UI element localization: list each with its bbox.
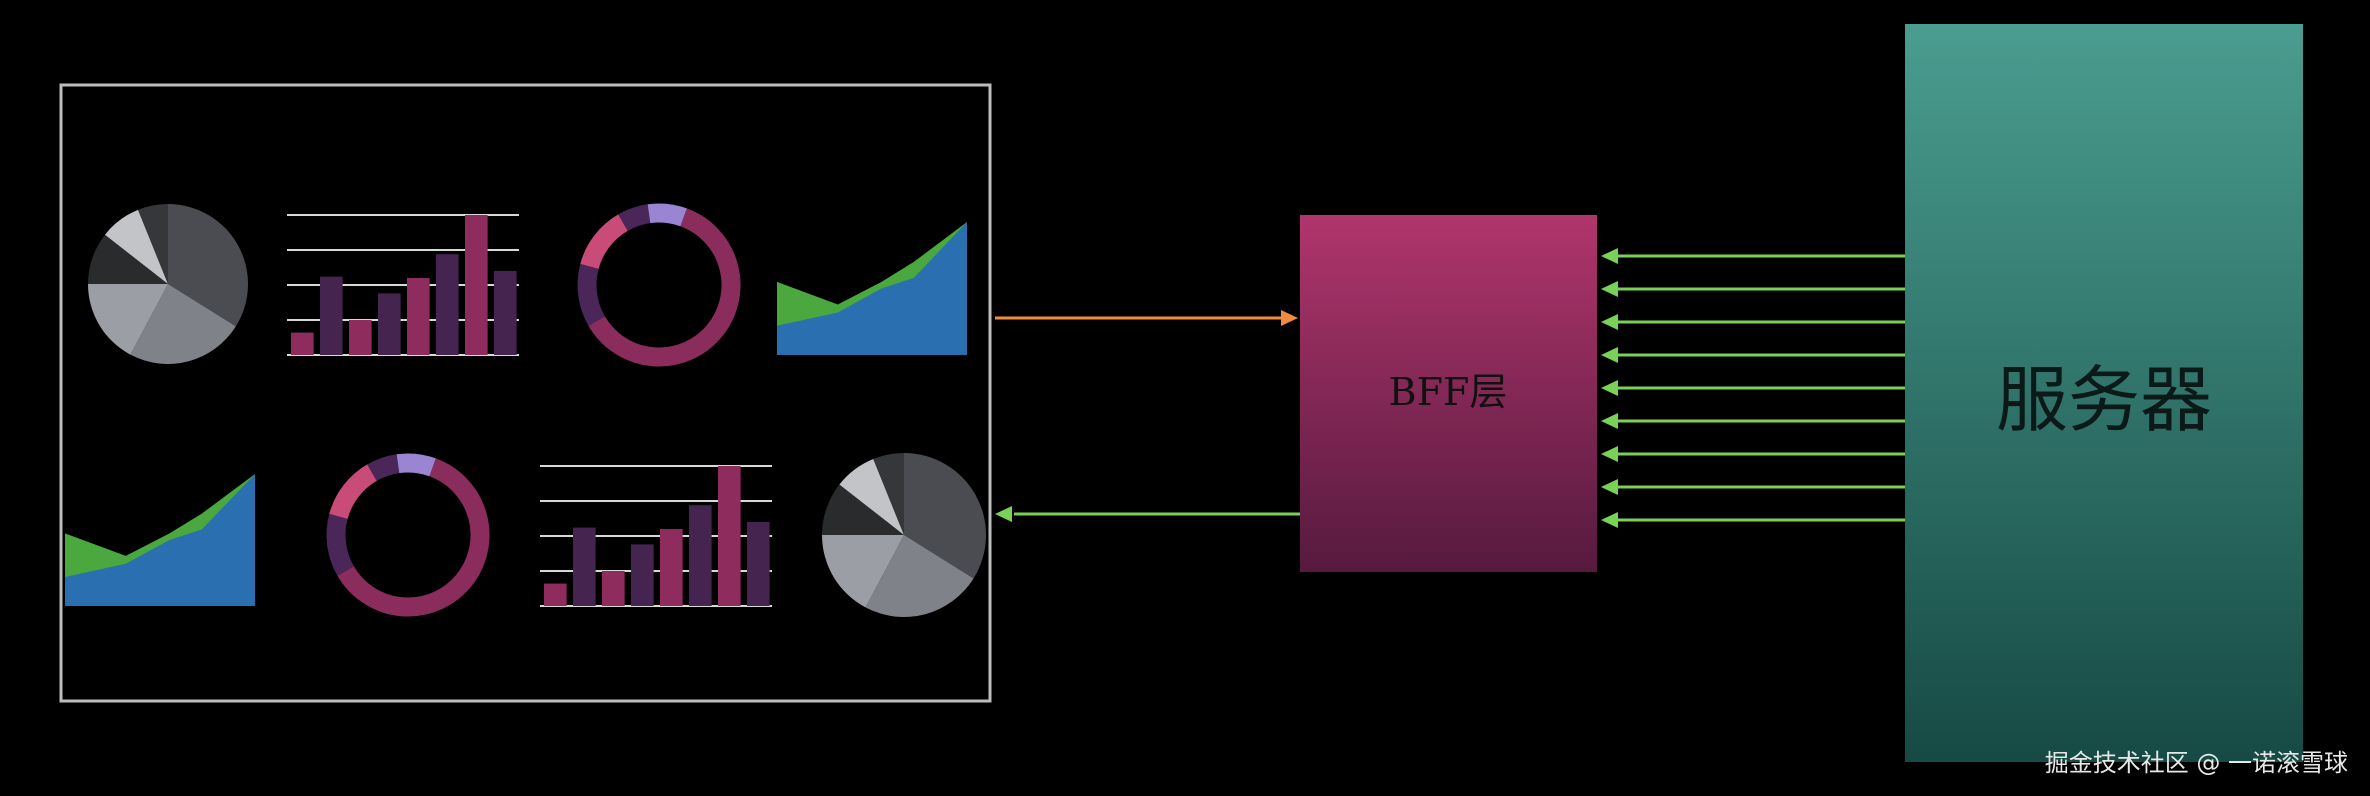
bar (573, 527, 596, 606)
pie-slice (88, 284, 168, 355)
area-chart-icon (65, 474, 255, 606)
server-arrow-head (1601, 479, 1618, 495)
pie-slice (839, 458, 904, 535)
server-arrow-head (1601, 314, 1618, 330)
pie-slice (873, 453, 904, 535)
bar (378, 293, 401, 355)
watermark-text: 掘金技术社区 @ 一诺滚雪球 (2044, 749, 2348, 777)
pie-slice (865, 535, 974, 617)
bar (407, 278, 430, 355)
bff-layer-label: BFF层 (1389, 370, 1508, 414)
donut-chart-icon (326, 453, 490, 617)
donut-segment (588, 208, 741, 367)
server-label: 服务器 (1996, 358, 2212, 442)
server-arrow-head (1601, 281, 1618, 297)
bff-layer-box (1300, 215, 1597, 572)
area-chart-icon (777, 222, 967, 355)
bar (349, 320, 372, 355)
request-arrow-head (1281, 310, 1298, 326)
bar (718, 466, 741, 606)
bar (320, 276, 343, 355)
bar (544, 583, 567, 606)
bar-chart-icon (287, 214, 519, 356)
server-to-bff-arrows (1601, 248, 1905, 528)
pie-slice (822, 484, 904, 535)
server-arrow-head (1601, 512, 1618, 528)
server-arrow-head (1601, 380, 1618, 396)
bar (494, 271, 517, 355)
client-frame (59, 83, 992, 703)
pie-chart-icon (822, 453, 986, 617)
bar (747, 522, 770, 606)
bar-chart-icon (540, 465, 772, 607)
server-arrow-head (1601, 248, 1618, 264)
pie-slice (138, 204, 168, 284)
pie-slice (822, 535, 904, 608)
pie-slice (88, 234, 168, 284)
bar (291, 332, 314, 355)
client-chart-icons (65, 203, 986, 617)
area-series (777, 222, 967, 355)
pie-slice (130, 284, 236, 364)
donut-segment (367, 454, 400, 482)
server-arrow-head (1601, 347, 1618, 363)
server-box (1905, 24, 2303, 762)
pie-slice (904, 453, 986, 579)
donut-segment (647, 203, 687, 227)
response-arrow-head (995, 506, 1012, 522)
donut-segment (396, 453, 436, 477)
donut-segment (580, 214, 629, 270)
bar (660, 529, 683, 606)
pie-slice (104, 209, 168, 284)
pie-chart-icon (88, 204, 248, 364)
donut-segment (618, 204, 651, 232)
client-bff-arrows (995, 310, 1300, 522)
bar (436, 254, 459, 355)
donut-segment (337, 458, 490, 617)
server-arrow-head (1601, 413, 1618, 429)
donut-chart-icon (577, 203, 741, 367)
area-series (65, 474, 255, 606)
bar (602, 571, 625, 606)
pie-slice (168, 204, 248, 327)
donut-segment (326, 513, 355, 576)
bar (465, 215, 488, 355)
donut-segment (329, 464, 378, 520)
donut-segment (577, 263, 606, 326)
bar (631, 544, 654, 606)
bar (689, 505, 712, 606)
server-arrow-head (1601, 446, 1618, 462)
